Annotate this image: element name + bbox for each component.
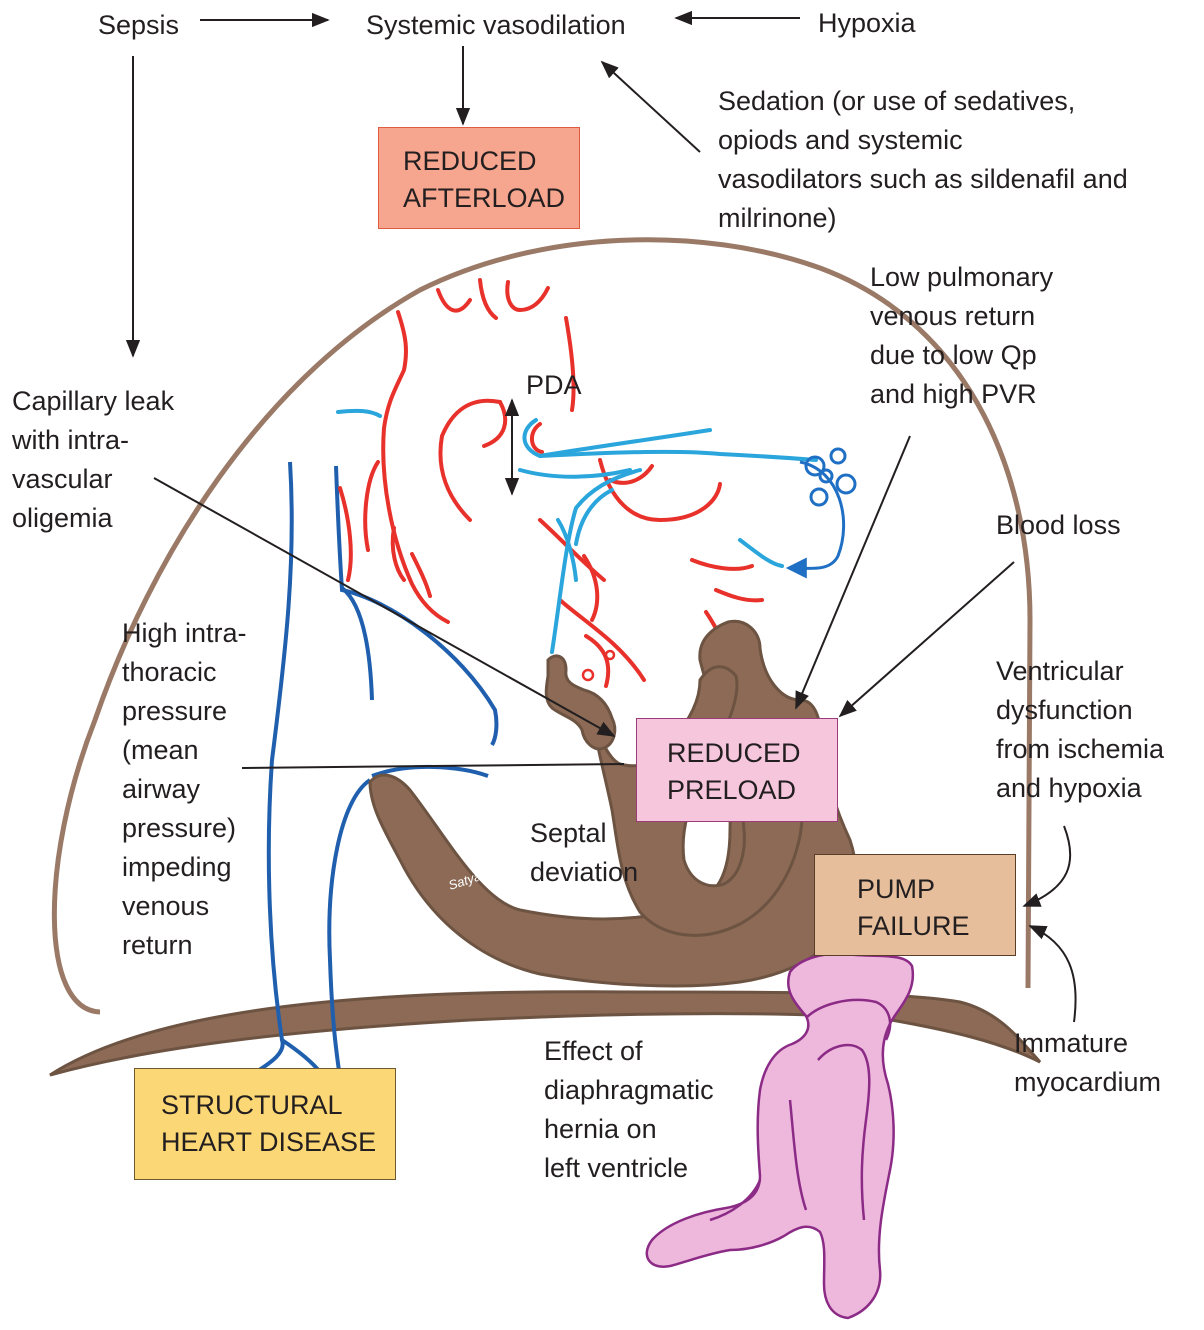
pump-failure-box: PUMP FAILURE <box>814 854 1016 956</box>
pulmonary-vein-circles <box>806 449 855 505</box>
structural-heart-disease-box: STRUCTURAL HEART DISEASE <box>134 1068 396 1180</box>
blood-loss-label: Blood loss <box>996 506 1121 545</box>
immature-myocardium-label: Immature myocardium <box>1014 1024 1161 1102</box>
capillary-leak-label: Capillary leak with intra- vascular olig… <box>12 382 174 538</box>
atrial-appendage <box>546 656 615 749</box>
sedation-label: Sedation (or use of sedatives, opiods an… <box>718 82 1188 238</box>
hypoxia-label: Hypoxia <box>818 4 916 43</box>
pulmonary-return-arrow <box>790 462 844 568</box>
reduced-preload-box: REDUCED PRELOAD <box>636 718 838 822</box>
systemic-vasodilation-label: Systemic vasodilation <box>366 6 626 45</box>
pda-label: PDA <box>526 366 582 405</box>
high-intrathoracic-pressure-label: High intra- thoracic pressure (mean airw… <box>122 614 247 965</box>
low-pulmonary-venous-return-label: Low pulmonary venous return due to low Q… <box>870 258 1053 414</box>
sepsis-label: Sepsis <box>98 6 179 45</box>
septal-deviation-label: Septal deviation <box>530 814 638 892</box>
systemic-arteries <box>340 280 762 690</box>
reduced-afterload-box: REDUCED AFTERLOAD <box>378 127 580 229</box>
hernia-effect-label: Effect of diaphragmatic hernia on left v… <box>544 1032 714 1188</box>
ventricular-dysfunction-label: Ventricular dysfunction from ischemia an… <box>996 652 1164 808</box>
